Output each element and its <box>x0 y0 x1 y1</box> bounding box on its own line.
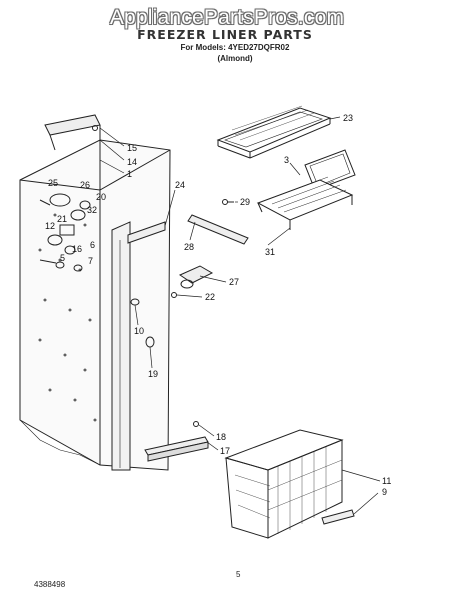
model-info: For Models: 4YED27DQFR02 (Almond) <box>150 42 320 64</box>
callout-27: 27 <box>229 277 239 287</box>
callout-17: 17 <box>220 446 230 456</box>
callout-32: 32 <box>87 205 97 215</box>
model-line: For Models: 4YED27DQFR02 <box>180 43 290 52</box>
callout-24: 24 <box>175 180 185 190</box>
callout-21: 21 <box>57 214 67 224</box>
shelf-support <box>187 199 249 245</box>
model-variant: (Almond) <box>217 54 253 63</box>
callout-14: 14 <box>127 157 137 167</box>
freezer-liner <box>19 139 171 471</box>
callout-25: 25 <box>48 178 58 188</box>
callout-9: 9 <box>382 487 387 497</box>
glass-shelf <box>216 105 332 159</box>
basket-bracket <box>321 509 355 525</box>
liner-bracket <box>127 221 166 244</box>
top-bracket <box>44 114 101 151</box>
callout-19: 19 <box>148 369 158 379</box>
diagram-title: FREEZER LINER PARTS <box>137 27 313 42</box>
callout-3: 3 <box>284 155 289 165</box>
document-number: 4388498 <box>34 580 66 589</box>
leader-lines <box>99 116 381 515</box>
callout-labels: 23 15 14 1 3 24 26 25 20 32 29 21 12 6 2… <box>45 113 391 497</box>
page-number: 5 <box>236 570 241 579</box>
callout-31: 31 <box>265 247 275 257</box>
callout-10: 10 <box>134 326 144 336</box>
callout-22: 22 <box>205 292 215 302</box>
wire-shelf <box>256 176 354 230</box>
callout-6: 6 <box>90 240 95 250</box>
callout-15: 15 <box>127 143 137 153</box>
callout-5: 5 <box>60 253 65 263</box>
callout-12: 12 <box>45 221 55 231</box>
callout-11: 11 <box>382 476 391 486</box>
callout-7: 7 <box>88 256 93 266</box>
callout-29: 29 <box>240 197 250 207</box>
callout-28: 28 <box>184 242 194 252</box>
callout-18: 18 <box>216 432 226 442</box>
basket-rail <box>144 421 209 462</box>
shelf-frame <box>304 149 356 191</box>
callout-20: 20 <box>96 192 106 202</box>
cam-part <box>171 265 214 298</box>
callout-26: 26 <box>80 180 90 190</box>
callout-1: 1 <box>127 169 132 179</box>
control-assembly <box>39 193 91 272</box>
wire-basket <box>224 429 344 539</box>
site-watermark: AppliancePartsPros.com <box>109 6 345 29</box>
callout-16: 16 <box>72 244 82 254</box>
callout-23: 23 <box>343 113 353 123</box>
